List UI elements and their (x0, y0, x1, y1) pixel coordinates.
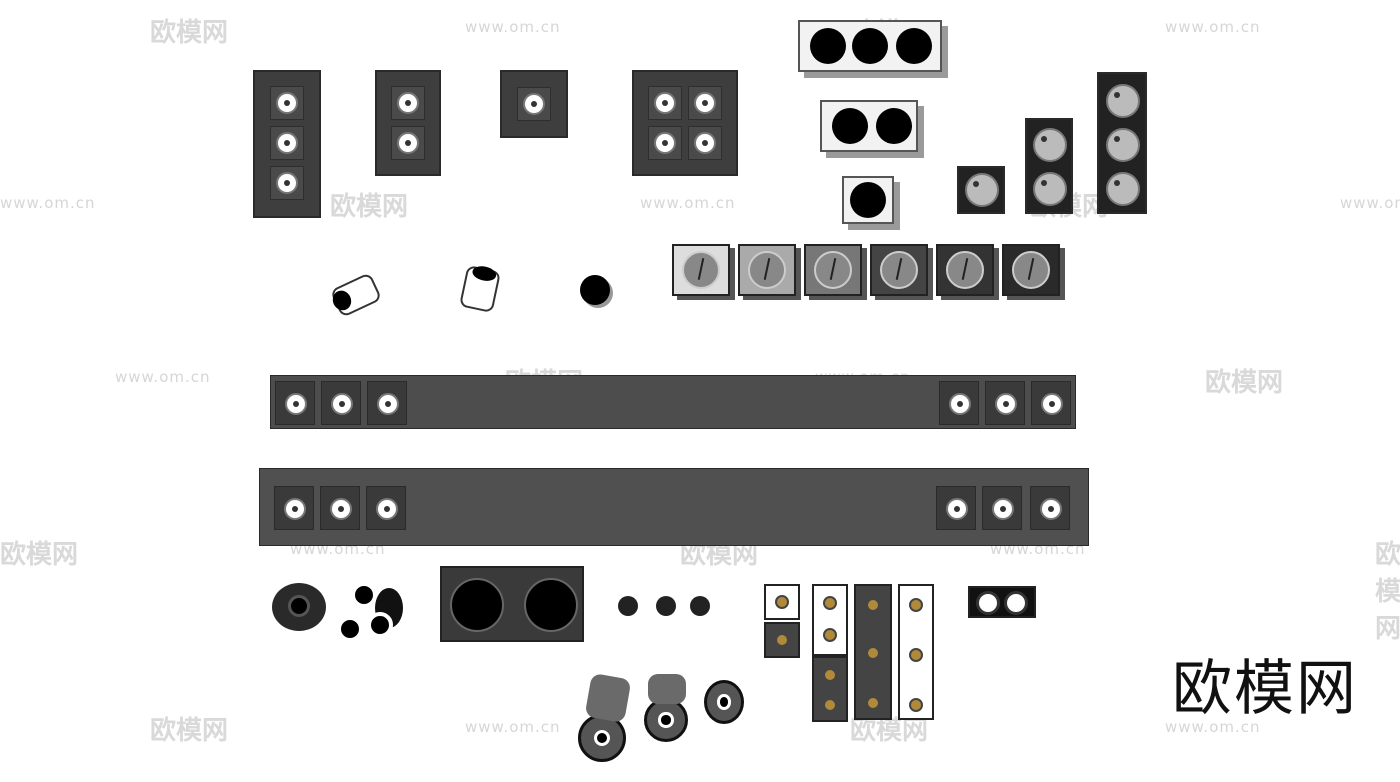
surface-box-1 (842, 176, 894, 224)
recessed-grille-icon (870, 244, 928, 296)
grille-panel-1 (500, 70, 568, 138)
gold-fixture (898, 584, 934, 720)
gold-fixture (812, 584, 848, 656)
watermark-url: www.om.cn (640, 194, 736, 212)
watermark-logo: 欧模网 (1205, 368, 1284, 398)
watermark-url: www.om.cn (465, 18, 561, 36)
gold-fixture (764, 584, 800, 620)
watermark-logo: 欧模网 (330, 192, 409, 222)
watermark-logo: 欧模网 (150, 18, 229, 48)
downlight-icon (517, 87, 551, 121)
spotlight-icon (329, 272, 383, 318)
downlight-icon (648, 86, 682, 120)
downlight-icon (270, 126, 304, 160)
spotlight-icon (690, 596, 710, 616)
watermark-logo: 欧模网 (1375, 540, 1400, 644)
grille-panel-3 (253, 70, 321, 218)
spot-bar-3 (1097, 72, 1147, 214)
downlight-icon (270, 86, 304, 120)
watermark-logo: 欧模网 (0, 540, 79, 570)
downlight-icon (688, 126, 722, 160)
twin-lens-fixture (968, 586, 1036, 618)
recessed-grille-icon (738, 244, 796, 296)
recessed-grille-icon (936, 244, 994, 296)
gold-fixture (764, 622, 800, 658)
spotlight-icon (704, 680, 744, 724)
watermark-url: www.om.cn (465, 718, 561, 736)
recessed-grille-icon (1002, 244, 1060, 296)
grille-panel-2 (375, 70, 441, 176)
spotlight-icon (272, 583, 326, 631)
recessed-grille-icon (672, 244, 730, 296)
watermark-logo: 欧模网 (850, 716, 929, 746)
gold-fixture (854, 584, 892, 720)
spotlight-icon (459, 264, 501, 314)
track-bar-icon (259, 468, 1089, 546)
watermark-url: www.om.cn (1340, 194, 1400, 212)
spotlight-icon (656, 596, 676, 616)
grille-panel-4 (632, 70, 738, 176)
track-bar-icon (270, 375, 1076, 429)
watermark-url: www.om.cn (1165, 18, 1261, 36)
watermark-url: www.om.cn (115, 368, 211, 386)
spotlight-icon (580, 275, 610, 305)
spotlight-icon (335, 582, 409, 642)
watermark-url: www.om.cn (0, 194, 96, 212)
downlight-icon (391, 86, 425, 120)
recessed-grille-icon (804, 244, 862, 296)
downlight-icon (391, 126, 425, 160)
gold-fixture (812, 656, 848, 722)
spot-bar-2 (1025, 118, 1073, 214)
watermark-url: www.om.cn (1165, 718, 1261, 736)
spotlight-icon (618, 596, 638, 616)
surface-box-2 (820, 100, 918, 152)
watermark-logo: 欧模网 (150, 716, 229, 746)
recessed-grille-icon (440, 566, 584, 642)
brand-logo: 欧模网 (1172, 654, 1358, 724)
downlight-icon (270, 166, 304, 200)
spot-bar-1 (957, 166, 1005, 214)
downlight-icon (688, 86, 722, 120)
spotlight-icon (644, 698, 688, 742)
surface-box-3 (798, 20, 942, 72)
downlight-icon (648, 126, 682, 160)
